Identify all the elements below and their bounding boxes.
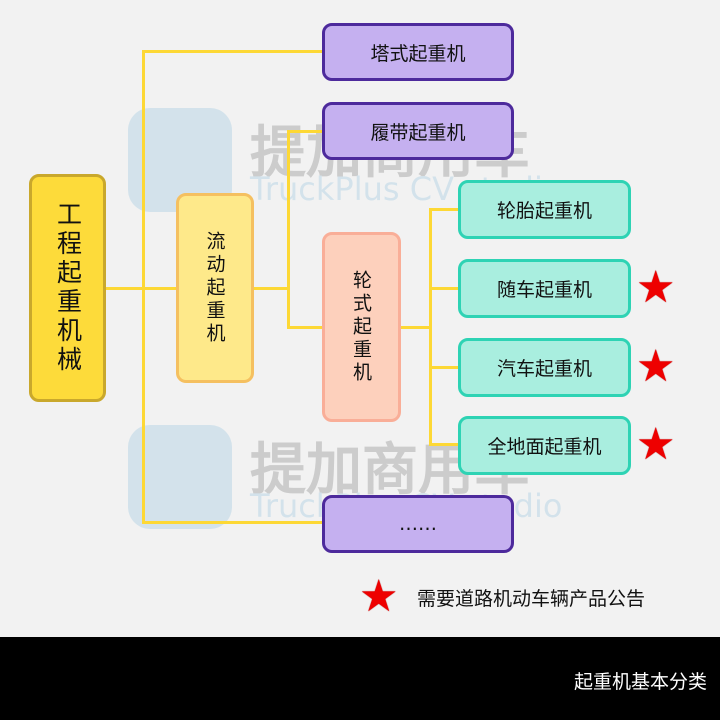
legend-star-icon: ★ (359, 571, 399, 622)
node-more: …… (322, 495, 514, 553)
node-all-terrain: 全地面起重机 (458, 416, 631, 475)
node-label: 随车起重机 (496, 279, 592, 301)
connector (429, 208, 432, 445)
connector (287, 130, 323, 133)
connector (142, 521, 323, 524)
connector (429, 287, 459, 290)
node-mobile: 流动起重机 (176, 193, 254, 383)
node-label: 履带起重机 (370, 121, 466, 144)
node-label: 汽车起重机 (496, 358, 592, 380)
node-label: …… (399, 513, 437, 535)
node-label: 工程起重机械 (53, 201, 83, 375)
node-label: 轮式起重机 (350, 269, 372, 385)
caption: 起重机基本分类 (573, 671, 707, 693)
star-icon: ★ (636, 262, 676, 313)
node-label: 流动起重机 (203, 230, 226, 346)
node-truck-mounted: 随车起重机 (458, 259, 631, 318)
connector (429, 443, 459, 446)
footer-bar: 起重机基本分类 (0, 637, 720, 720)
connector (429, 208, 459, 211)
connector (400, 326, 431, 329)
node-tire: 轮胎起重机 (458, 180, 631, 239)
connector (105, 287, 176, 290)
connector (429, 366, 459, 369)
star-icon: ★ (636, 341, 676, 392)
connector (142, 50, 145, 524)
node-root: 工程起重机械 (29, 174, 106, 402)
legend-text: 需要道路机动车辆产品公告 (417, 588, 646, 610)
connector (142, 50, 323, 53)
star-icon: ★ (636, 419, 676, 470)
node-label: 全地面起重机 (487, 436, 602, 458)
node-label: 轮胎起重机 (496, 200, 592, 222)
connector (287, 326, 323, 329)
node-truck-crane: 汽车起重机 (458, 338, 631, 397)
node-wheeled: 轮式起重机 (322, 232, 401, 422)
connector (287, 130, 290, 328)
connector (253, 287, 289, 290)
node-crawler: 履带起重机 (322, 102, 514, 160)
node-tower: 塔式起重机 (322, 23, 514, 81)
node-label: 塔式起重机 (370, 42, 466, 65)
